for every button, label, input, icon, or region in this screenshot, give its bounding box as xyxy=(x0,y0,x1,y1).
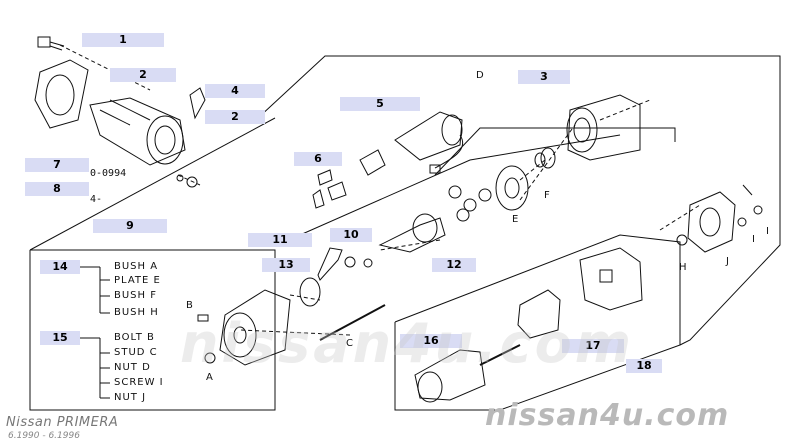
armature-part-16 xyxy=(414,344,521,403)
legend-bolt-b: BOLT B xyxy=(114,332,155,343)
brush-group-outline xyxy=(394,234,681,411)
legend-screw-i: SCREW I xyxy=(114,377,164,388)
callout-17[interactable]: 17 xyxy=(562,339,624,353)
callout-3[interactable]: 3 xyxy=(518,70,570,84)
callout-15[interactable]: 15 xyxy=(40,331,80,345)
callout-11[interactable]: 11 xyxy=(248,233,312,247)
callout-4[interactable]: 4 xyxy=(205,84,265,98)
callout-16[interactable]: 16 xyxy=(400,334,462,348)
watermark-corner: nissan4u.com xyxy=(485,398,730,433)
watermark-center: nissan4u.com xyxy=(180,312,635,375)
clip-part-4 xyxy=(189,87,206,120)
gear-assembly-part-12 xyxy=(378,185,492,253)
legend-bush-f: BUSH F xyxy=(114,290,157,301)
letter-d: D xyxy=(476,70,484,81)
main-group-outline xyxy=(29,249,276,411)
assembly-outline xyxy=(257,55,781,346)
legend-plate-e: PLATE E xyxy=(114,275,161,286)
inner-group-outline xyxy=(434,127,676,176)
callout-14[interactable]: 14 xyxy=(40,260,80,274)
model-name: Nissan PRIMERA xyxy=(6,415,119,430)
letter-h: H xyxy=(679,262,687,273)
legend-bush-a: BUSH A xyxy=(114,261,159,272)
solenoid-part-5 xyxy=(359,111,463,176)
legend-stud-c: STUD C xyxy=(114,347,158,358)
callout-8[interactable]: 8 xyxy=(25,182,89,196)
callout-7[interactable]: 7 xyxy=(25,158,89,172)
legend-bush-h: BUSH H xyxy=(114,307,159,318)
callout-2b[interactable]: 2 xyxy=(205,110,265,124)
callout-1[interactable]: 1 xyxy=(82,33,164,47)
callout-5[interactable]: 5 xyxy=(340,97,420,111)
yoke-housing-part-3 xyxy=(566,94,641,161)
bolt-part-1 xyxy=(37,36,65,51)
callout-2[interactable]: 2 xyxy=(110,68,176,82)
letter-i: I xyxy=(752,234,755,245)
callout-6[interactable]: 6 xyxy=(294,152,342,166)
callout-9[interactable]: 9 xyxy=(93,219,167,233)
callout-10[interactable]: 10 xyxy=(330,228,372,242)
letter-b: B xyxy=(186,300,193,311)
starter-body xyxy=(89,97,186,166)
gasket-plate xyxy=(34,59,89,129)
code-4: 4- xyxy=(90,194,103,205)
letter-c: C xyxy=(346,338,353,349)
letter-e: E xyxy=(512,214,519,225)
legend-nut-d: NUT D xyxy=(114,362,151,373)
bracket-line xyxy=(29,117,276,251)
legend-nut-j: NUT J xyxy=(114,392,147,403)
front-housing xyxy=(219,289,291,366)
production-dates: 6.1990 - 6.1996 xyxy=(8,431,80,441)
callout-18[interactable]: 18 xyxy=(626,359,662,373)
code-0-0994: 0-0994 xyxy=(90,168,127,179)
letter-i-2: I xyxy=(766,226,769,237)
letter-f: F xyxy=(544,190,550,201)
callout-12[interactable]: 12 xyxy=(432,258,476,272)
brush-holder-part-17 xyxy=(517,247,643,339)
callout-13[interactable]: 13 xyxy=(262,258,310,272)
letter-a: A xyxy=(206,372,213,383)
legend-brackets xyxy=(80,266,110,399)
rear-cover xyxy=(676,184,763,253)
letter-j: J xyxy=(726,256,729,267)
